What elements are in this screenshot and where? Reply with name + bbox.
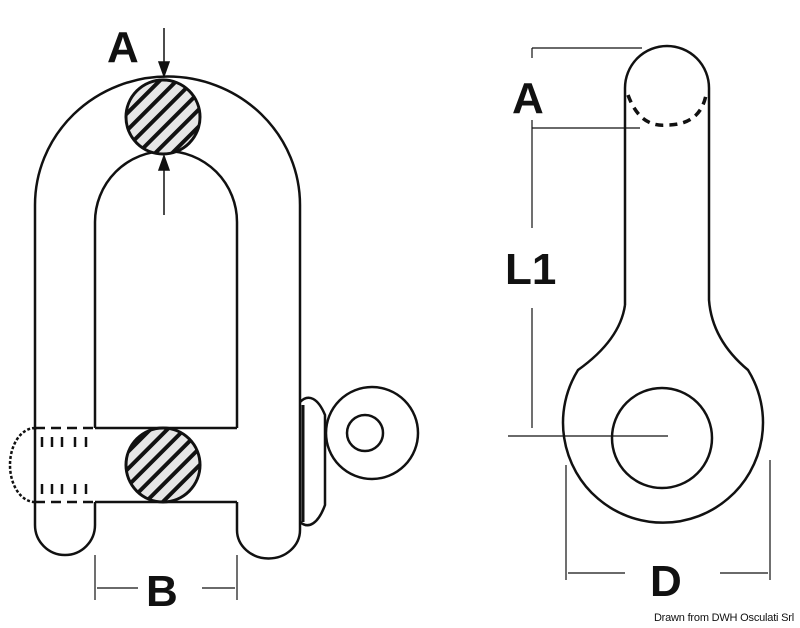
pin-collar [299,396,327,527]
shackle-side-view [561,44,765,524]
drawing-credit: Drawn from DWH Osculati Srl [653,612,794,624]
side-label-d: D [650,557,682,606]
shackle-right-leg-end [235,500,302,560]
pin-nut [8,426,36,504]
side-eye-hole [610,386,714,490]
pin-eye-hole [345,413,385,453]
pin-cross-section [124,426,202,504]
shackle-front-view [8,75,420,560]
front-label-b: B [146,567,178,616]
shackle-outer-outline [33,75,302,500]
front-dimension-b [94,555,238,600]
side-label-a: A [512,74,544,123]
thread-marks [40,437,88,494]
side-label-l1: L1 [505,245,556,294]
side-view-outline [561,44,765,524]
pin-eye [324,385,420,481]
shackle-inner-outline [93,149,239,428]
front-dimension-a [157,28,171,215]
side-dimensions [508,47,771,580]
shackle-left-leg-end [33,502,97,557]
bow-cross-section [124,78,202,156]
front-label-a: A [107,23,139,72]
